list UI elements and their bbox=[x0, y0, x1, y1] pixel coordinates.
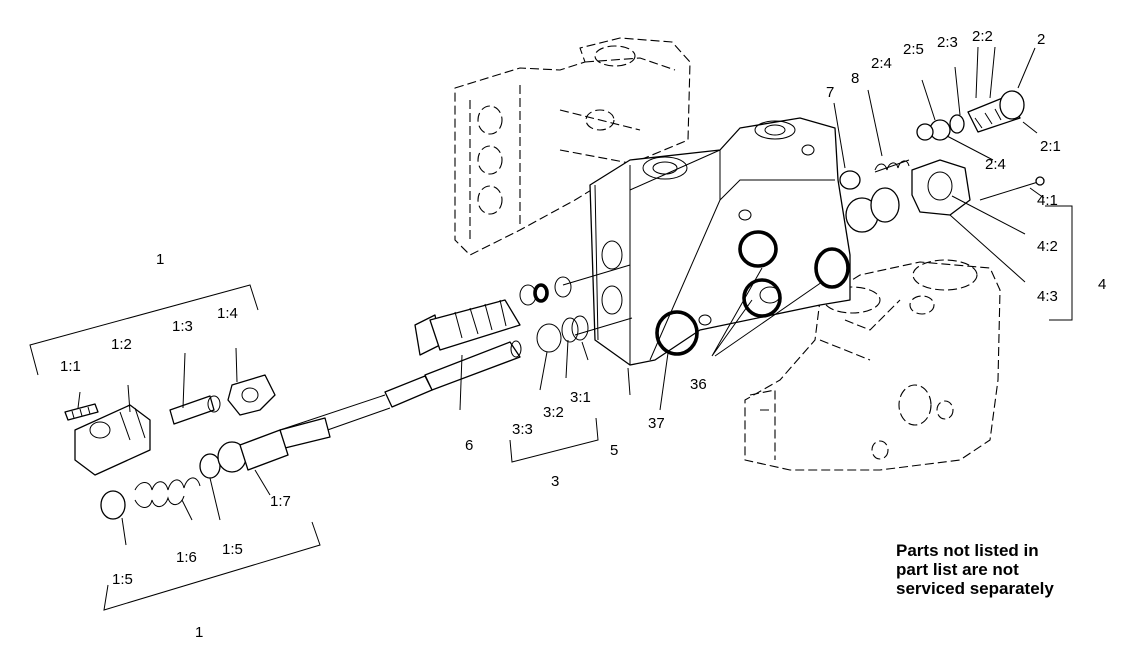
label-37: 37 bbox=[648, 415, 665, 432]
service-note-line-2: part list are not bbox=[896, 560, 1019, 579]
label-36: 36 bbox=[690, 376, 707, 393]
spool-assembly bbox=[279, 264, 633, 449]
label-1-2: 1:2 bbox=[111, 336, 132, 353]
service-note-line-3: serviced separately bbox=[896, 579, 1054, 598]
label-3-1: 3:1 bbox=[570, 389, 591, 406]
main-section-body bbox=[589, 117, 851, 366]
label-1-5b: 1:5 bbox=[222, 541, 243, 558]
label-8: 8 bbox=[851, 70, 859, 87]
label-1-5a: 1:5 bbox=[112, 571, 133, 588]
label-4-1: 4:1 bbox=[1037, 192, 1058, 209]
o-ring-37 bbox=[655, 310, 699, 356]
ghost-section-back bbox=[454, 37, 691, 256]
o-ring-36b bbox=[742, 278, 782, 318]
relief-valve-parts bbox=[839, 90, 1045, 233]
label-1-1: 1:1 bbox=[60, 358, 81, 375]
lever-bracket-parts bbox=[64, 374, 289, 520]
label-4-3: 4:3 bbox=[1037, 288, 1058, 305]
group-brackets bbox=[29, 205, 1073, 611]
label-1-top: 1 bbox=[156, 251, 164, 268]
label-3-3: 3:3 bbox=[512, 421, 533, 438]
leader-lines bbox=[77, 46, 1045, 546]
label-4: 4 bbox=[1098, 276, 1106, 293]
small-o-ring bbox=[533, 283, 549, 303]
o-ring-36a bbox=[738, 230, 778, 268]
label-1-6: 1:6 bbox=[176, 549, 197, 566]
label-2-3: 2:3 bbox=[937, 34, 958, 51]
label-5: 5 bbox=[610, 442, 618, 459]
label-1-bottom: 1 bbox=[195, 624, 203, 641]
label-1-7: 1:7 bbox=[270, 493, 291, 510]
label-2-4a: 2:4 bbox=[871, 55, 892, 72]
label-3: 3 bbox=[551, 473, 559, 490]
label-1-3: 1:3 bbox=[172, 318, 193, 335]
label-2-4b: 2:4 bbox=[985, 156, 1006, 173]
label-1-4: 1:4 bbox=[217, 305, 238, 322]
label-6: 6 bbox=[465, 437, 473, 454]
o-ring-36c bbox=[814, 247, 850, 289]
label-3-2: 3:2 bbox=[543, 404, 564, 421]
label-2-2: 2:2 bbox=[972, 28, 993, 45]
label-2: 2 bbox=[1037, 31, 1045, 48]
label-4-2: 4:2 bbox=[1037, 238, 1058, 255]
label-7: 7 bbox=[826, 84, 834, 101]
o-rings bbox=[533, 230, 850, 356]
ghost-section-front bbox=[744, 259, 1001, 471]
label-2-5: 2:5 bbox=[903, 41, 924, 58]
callout-labels: 1 1:1 1:2 1:3 1:4 1:5 1:6 1:5 1:7 1 2 2:… bbox=[60, 28, 1106, 641]
service-note: Parts not listed in part list are not se… bbox=[896, 541, 1116, 598]
service-note-line-1: Parts not listed in bbox=[896, 541, 1039, 560]
label-2-1: 2:1 bbox=[1040, 138, 1061, 155]
